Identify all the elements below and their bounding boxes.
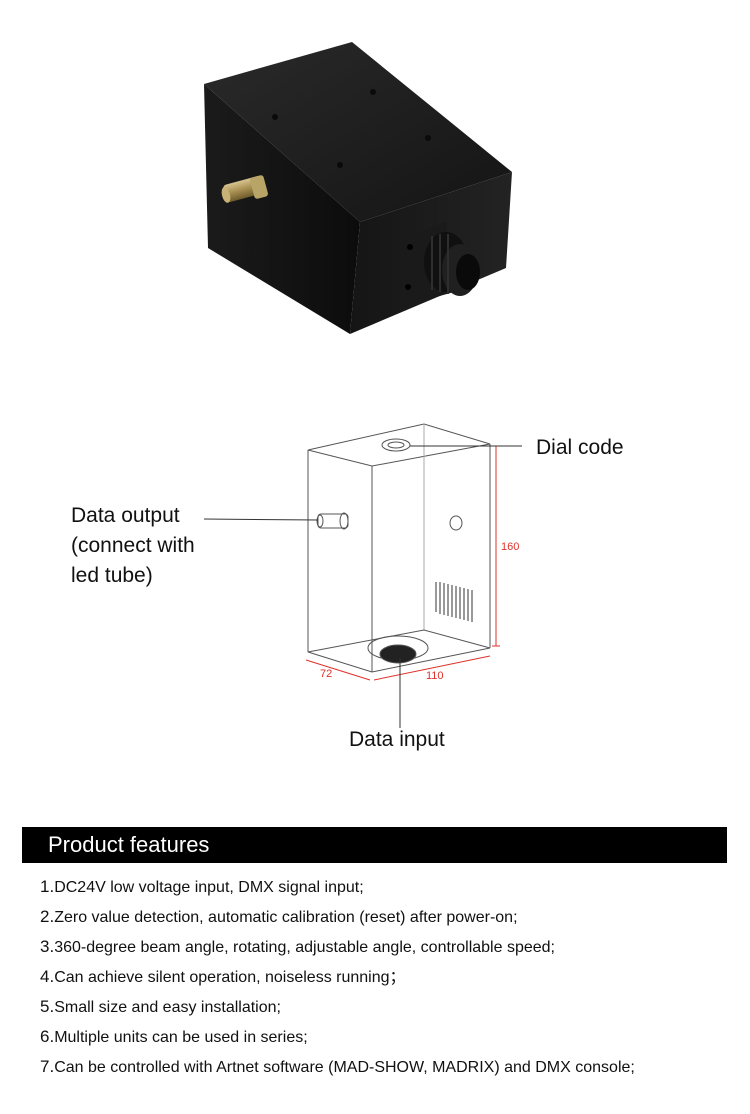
list-item-number: 1. <box>40 877 55 896</box>
dimension-depth: 72 <box>320 668 333 680</box>
list-item-number: 7. <box>40 1057 55 1076</box>
list-item-text: 360-degree beam angle, rotating, adjusta… <box>54 939 555 956</box>
list-item-text: Can be controlled with Artnet software (… <box>54 1059 635 1076</box>
dial-code-label: Dial code <box>536 436 624 459</box>
list-item: 5.Small size and easy installation; <box>40 992 635 1022</box>
list-item: 1.DC24V low voltage input, DMX signal in… <box>40 872 635 902</box>
list-item-number: 6. <box>40 1027 55 1046</box>
list-item-number: 2. <box>40 907 55 926</box>
list-item: 7.Can be controlled with Artnet software… <box>40 1052 635 1082</box>
dimension-height: 160 <box>501 541 520 553</box>
features-title: Product features <box>48 832 210 857</box>
product-photo <box>204 42 512 334</box>
list-item-number: 4. <box>40 967 55 986</box>
list-item-text: Small size and easy installation; <box>54 999 281 1016</box>
data-output-label-line2: (connect with <box>71 534 195 557</box>
list-item-number: 3. <box>40 937 55 956</box>
list-item-text: Multiple units can be used in series; <box>54 1029 308 1046</box>
list-item: 6.Multiple units can be used in series; <box>40 1022 635 1052</box>
list-item: 3.360-degree beam angle, rotating, adjus… <box>40 932 635 962</box>
data-output-connector-icon <box>221 175 268 203</box>
list-item-number: 5. <box>40 997 55 1016</box>
data-output-label-line3: led tube) <box>71 564 153 587</box>
list-item: 4.Can achieve silent operation, noiseles… <box>40 962 635 992</box>
list-item: 2.Zero value detection, automatic calibr… <box>40 902 635 932</box>
features-list: 1.DC24V low voltage input, DMX signal in… <box>40 872 635 1082</box>
data-input-label: Data input <box>349 728 445 751</box>
list-item-text: Can achieve silent operation, noiseless … <box>54 969 406 986</box>
data-output-label-line1: Data output <box>71 504 180 527</box>
dimension-width: 110 <box>426 670 444 682</box>
dimension-diagram <box>203 423 522 728</box>
data-input-connector-icon <box>398 222 480 306</box>
list-item-text: Zero value detection, automatic calibrat… <box>54 909 518 926</box>
list-item-text: DC24V low voltage input, DMX signal inpu… <box>54 879 364 896</box>
features-banner: Product features <box>22 827 727 863</box>
